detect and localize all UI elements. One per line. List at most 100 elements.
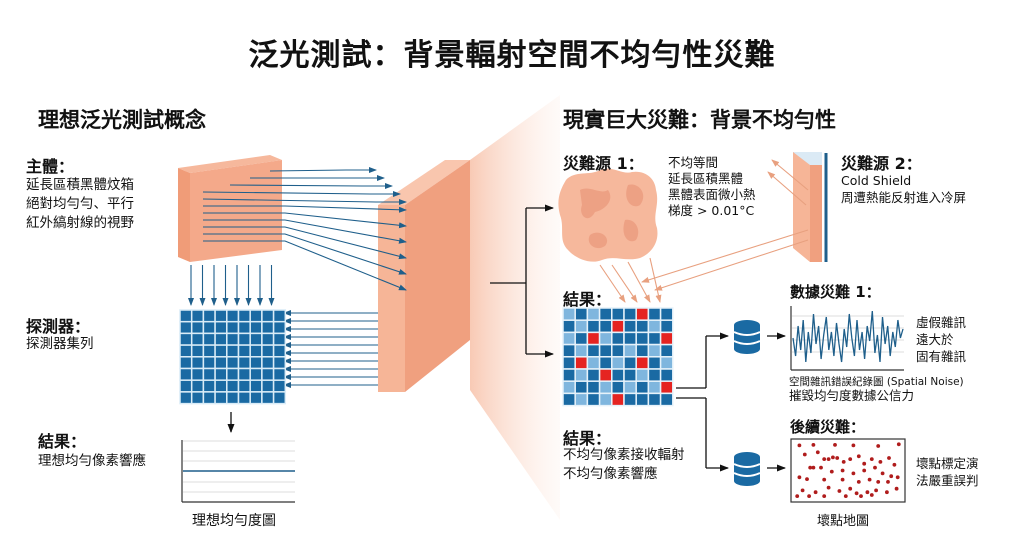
hot-pixel xyxy=(635,356,650,370)
detector-pixel xyxy=(226,344,240,358)
detector-pixel xyxy=(202,356,216,370)
detector-pixel xyxy=(190,344,205,358)
dead-pixel-dot xyxy=(876,444,881,448)
dead-pixel-map xyxy=(790,438,906,503)
detector-pixel xyxy=(214,356,228,370)
result-connector xyxy=(676,332,786,472)
ray xyxy=(202,191,401,197)
dead-pixel-dot xyxy=(867,477,872,482)
dead-pixel-dot xyxy=(885,490,889,495)
dead-pixel-dot xyxy=(892,462,897,467)
hot-pixel xyxy=(611,392,625,407)
result-pixel xyxy=(647,356,662,370)
dead-pixel-dot xyxy=(886,480,890,484)
detector-pixel xyxy=(214,332,228,346)
result-pixel xyxy=(635,319,650,334)
dead-pixel-dot xyxy=(856,454,861,459)
result-pixel xyxy=(598,380,613,395)
detector-pixel xyxy=(261,344,275,358)
detector-pixel xyxy=(261,356,275,370)
detector-pixel xyxy=(237,356,251,370)
detector-pixel xyxy=(272,356,287,370)
detector-pixel xyxy=(226,379,240,393)
ray xyxy=(203,219,407,244)
detector-pixel xyxy=(249,320,263,335)
dead-pixel-dot xyxy=(859,494,863,498)
noise-chart-caption: 空間雜訊錯誤紀錄圖 (Spatial Noise) xyxy=(789,376,964,388)
dead-pixel-dot xyxy=(822,457,827,461)
result-pixel xyxy=(574,319,589,334)
detector-pixel xyxy=(190,332,205,346)
result-pixel xyxy=(647,331,662,346)
detector-pixel xyxy=(179,344,193,358)
detector-pixel xyxy=(226,391,240,405)
radiation-rays xyxy=(188,167,407,388)
stray-radiation-rays xyxy=(599,159,809,303)
dead-pixel-map-caption: 壞點地圖 xyxy=(817,514,870,529)
detector-pixel xyxy=(190,309,205,323)
detector-pixel xyxy=(190,379,205,393)
split-connector xyxy=(490,204,554,358)
result-pixel xyxy=(623,356,637,370)
result-pixel xyxy=(659,392,674,407)
detector-pixel xyxy=(226,367,240,381)
result-pixel xyxy=(611,331,625,346)
detector-pixel xyxy=(237,320,251,335)
result-pixel xyxy=(647,368,662,382)
dead-pixel-dot xyxy=(889,474,894,479)
dead-pixel-dot xyxy=(802,452,807,457)
ray xyxy=(203,212,407,229)
small-blackbody xyxy=(178,155,282,262)
result-pixel xyxy=(562,331,576,346)
large-blackbody xyxy=(378,160,470,392)
ideal-chart-caption: 理想均勻度圖 xyxy=(192,513,276,529)
detector-pixel xyxy=(214,367,228,381)
result-pixel xyxy=(611,343,625,358)
dead-pixel-dot xyxy=(862,461,867,466)
dead-pixel-dot xyxy=(856,480,861,484)
noise-chart-caption-2: 摧毀均勻度數據公信力 xyxy=(789,388,915,403)
dead-pixel-dot xyxy=(807,494,811,498)
dead-pixel-dot xyxy=(851,471,856,476)
detector-pixel xyxy=(202,320,216,335)
result-pixel xyxy=(635,343,650,358)
detector-pixel xyxy=(249,344,263,358)
detector-pixel xyxy=(202,379,216,393)
result-pixel xyxy=(574,368,589,382)
dead-pixel-dot xyxy=(826,457,831,461)
dead-pixel-dot xyxy=(895,475,900,480)
detector-pixel xyxy=(272,332,287,346)
dead-pixel-dot xyxy=(837,489,842,493)
result-pixel xyxy=(659,368,674,382)
dead-pixel-dot xyxy=(887,456,891,460)
dead-pixel-dot xyxy=(874,488,878,493)
result-pixel xyxy=(586,368,601,382)
hot-pixel xyxy=(659,380,674,395)
detector-pixel xyxy=(202,391,216,405)
dead-pixel-dot xyxy=(869,457,874,461)
detector-pixel xyxy=(202,309,216,323)
nonuniform-result-label: 結果： xyxy=(563,429,612,448)
page-title: 泛光測試：背景輻射空間不均勻性災難 xyxy=(248,38,776,73)
detector-pixel xyxy=(179,391,193,405)
data-disaster1-note: 虛假雜訊 遠大於 固有雜訊 xyxy=(916,315,967,364)
detector-pixel xyxy=(261,367,275,381)
result-pixel xyxy=(598,319,613,334)
detector-pixel xyxy=(202,332,216,346)
detector-pixel xyxy=(190,320,205,335)
noise-series-line xyxy=(792,310,904,363)
detector-pixel xyxy=(226,332,240,346)
detector-pixel xyxy=(261,332,275,346)
detector-array xyxy=(179,309,287,405)
detector-pixel xyxy=(214,391,228,405)
grid-result-label: 結果： xyxy=(563,290,612,309)
dead-pixel-dot xyxy=(865,490,870,495)
result-pixel xyxy=(562,319,576,334)
dead-pixel-dot xyxy=(815,450,820,455)
result-pixel xyxy=(623,307,637,321)
dead-pixel-dot xyxy=(805,477,809,481)
detector-pixel xyxy=(261,309,275,323)
result-pixel xyxy=(586,380,601,395)
detector-pixel xyxy=(179,356,193,370)
